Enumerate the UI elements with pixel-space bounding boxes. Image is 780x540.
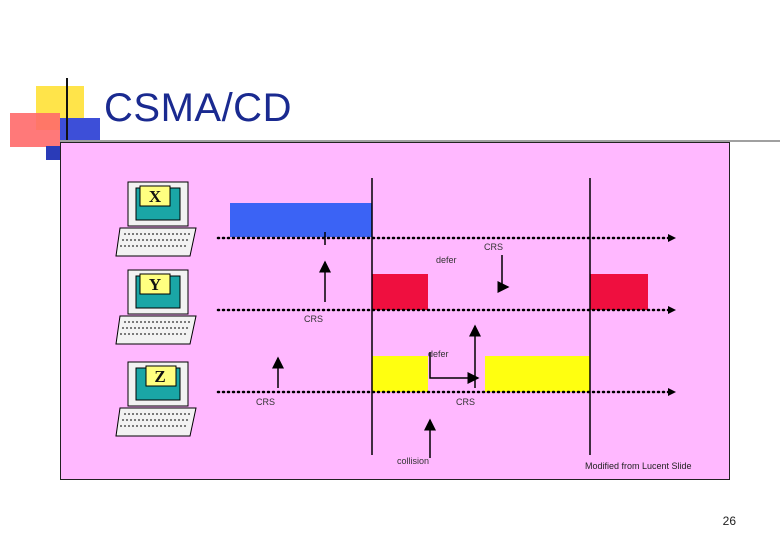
title-underline [60, 140, 780, 142]
crs-label-x: CRS [484, 242, 504, 252]
crs-label-y: CRS [304, 314, 324, 324]
y-retransmission-frame [590, 274, 648, 310]
timeline-x-arrowhead [668, 234, 676, 242]
defer-y-arrow [497, 255, 510, 293]
timeline-y-arrowhead [668, 306, 676, 314]
timeline-z-arrowhead [668, 388, 676, 396]
z-transmission-frame [372, 356, 428, 392]
decor-red-square [10, 113, 60, 147]
page-number: 26 [722, 514, 736, 528]
station-label-x: X [149, 187, 162, 206]
z-retransmission-frame [485, 356, 590, 392]
station-label-box-x [139, 185, 171, 207]
slide-title: CSMA/CD [104, 86, 292, 130]
defer-z-arrow [429, 352, 480, 384]
crs-label-z1: CRS [256, 397, 276, 407]
defer-label-z: defer [428, 349, 449, 359]
station-label-box-y [139, 273, 171, 295]
decor-navy-square [46, 146, 60, 160]
credit-note: Modified from Lucent Slide [585, 461, 692, 471]
collision-label: collision [397, 456, 430, 466]
defer-label-y: defer [436, 255, 457, 265]
decor-vertical-line [66, 78, 68, 158]
station-label-z: Z [154, 367, 165, 386]
station-label-y: Y [149, 275, 161, 294]
crs-label-z2: CRS [456, 397, 476, 407]
station-label-box-z [145, 365, 177, 387]
y-transmission-frame [372, 274, 428, 310]
x-transmission-frame [230, 203, 372, 237]
